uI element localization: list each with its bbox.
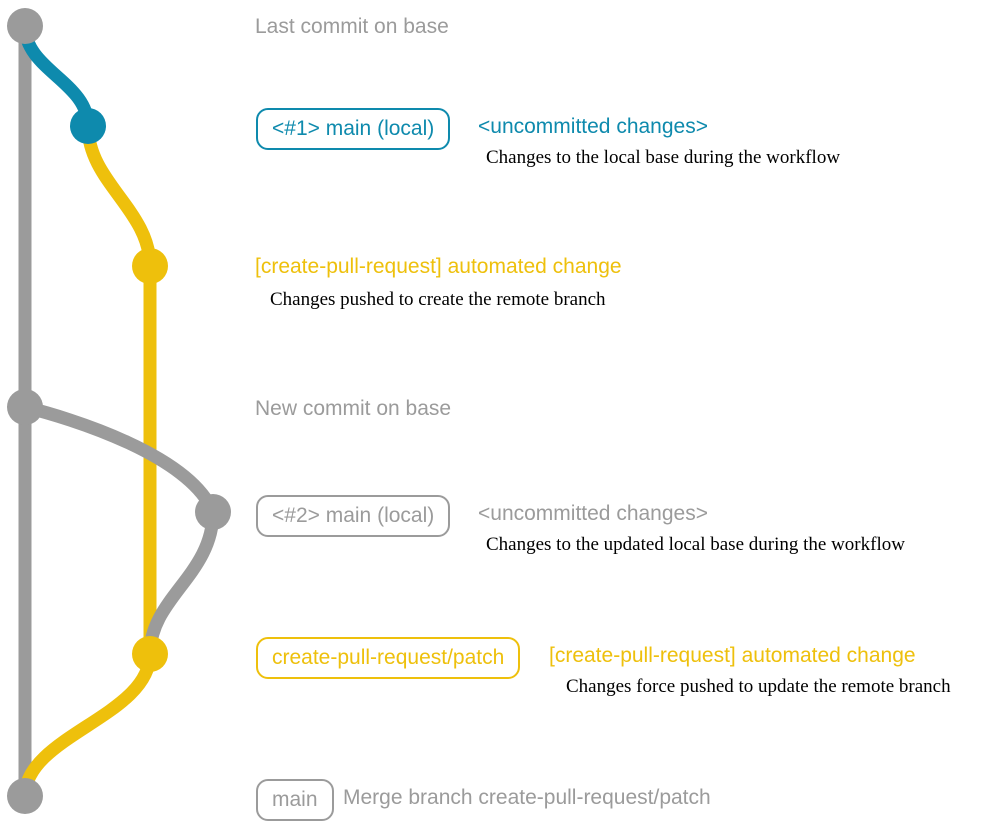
commit-message-local-1: <uncommitted changes> — [478, 115, 708, 138]
commit-message-merge-main: Merge branch create-pull-request/patch — [343, 786, 711, 809]
commit-message-new-commit-on-base: New commit on base — [255, 397, 452, 420]
commit-note-local-2: Changes to the updated local base during… — [486, 534, 905, 555]
commit-note-automated-change-1: Changes pushed to create the remote bran… — [270, 289, 606, 310]
rebase-branch-in-line — [143, 505, 220, 661]
commit-message-automated-change-1: [create-pull-request] automated change — [255, 255, 622, 278]
commit-node-automated-change-1[interactable] — [132, 248, 168, 284]
commit-note-automated-change-2: Changes force pushed to update the remot… — [566, 676, 951, 697]
branch-pill-main-local-2[interactable]: <#2> main (local) — [256, 495, 451, 537]
commit-node-automated-change-2[interactable] — [132, 636, 168, 672]
commit-note-local-1: Changes to the local base during the wor… — [486, 147, 841, 168]
commit-message-last-commit-on-base: Last commit on base — [255, 15, 449, 38]
commit-graph — [7, 8, 231, 814]
commit-node-local-2[interactable] — [195, 494, 231, 530]
commit-message-automated-change-2: [create-pull-request] automated change — [549, 644, 916, 667]
commit-node-last-commit-on-base[interactable] — [7, 8, 43, 44]
commit-message-local-2: <uncommitted changes> — [478, 502, 708, 525]
patch-merge-line — [18, 647, 157, 803]
branch-pill-main-local-1[interactable]: <#1> main (local) — [256, 108, 451, 150]
commit-node-local-1[interactable] — [70, 108, 106, 144]
branch-pill-create-pull-request-patch[interactable]: create-pull-request/patch — [256, 637, 521, 679]
branch-pill-main[interactable]: main — [256, 779, 334, 821]
commit-node-new-commit-on-base[interactable] — [7, 389, 43, 425]
rebase-branch-out-line — [18, 400, 220, 519]
commit-node-merge-main[interactable] — [7, 778, 43, 814]
